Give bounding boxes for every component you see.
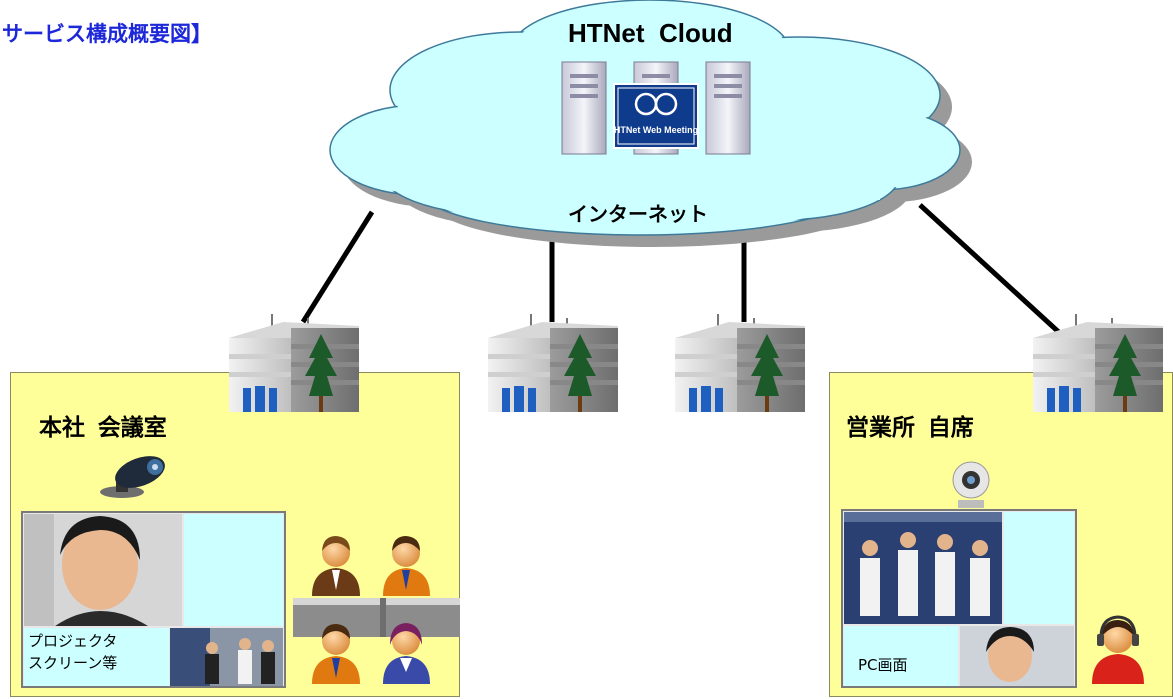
link-line-4 bbox=[918, 203, 1065, 338]
building-icon-2 bbox=[488, 314, 618, 412]
screen-head-office bbox=[21, 511, 286, 688]
pc-screen-caption: PC画面 bbox=[844, 626, 958, 686]
projector-screen-caption: プロジェクタ スクリーン等 bbox=[24, 628, 169, 686]
link-line-1 bbox=[300, 210, 375, 324]
webcam-icon-head-office bbox=[100, 456, 165, 498]
server-icon-3 bbox=[705, 61, 751, 155]
headset-person-icon bbox=[1092, 615, 1144, 684]
pc-screen-caption-text: PC画面 bbox=[858, 656, 908, 674]
server-icon-1 bbox=[561, 61, 607, 155]
cloud-title: HTNet Cloud bbox=[568, 18, 733, 48]
conference-table bbox=[293, 598, 460, 637]
page-title: サービス構成概要図】 bbox=[2, 23, 212, 46]
building-icon-head-office bbox=[229, 314, 359, 412]
branch-office-label: 営業所 自席 bbox=[846, 414, 974, 440]
logo-text: HTNet Web Meeting bbox=[614, 125, 698, 135]
screen-branch-office bbox=[841, 509, 1077, 688]
internet-label: インターネット bbox=[568, 204, 708, 226]
htnet-web-meeting-logo-icon: HTNet Web Meeting bbox=[613, 83, 699, 149]
person-icon-4 bbox=[383, 623, 430, 684]
webcam-icon-branch bbox=[952, 461, 990, 508]
building-icon-3 bbox=[675, 314, 805, 412]
caption-line-1: プロジェクタ bbox=[28, 632, 118, 650]
caption-line-2: スクリーン等 bbox=[28, 654, 118, 672]
person-icon-1 bbox=[312, 536, 360, 596]
person-icon-3 bbox=[312, 624, 360, 684]
head-office-label: 本社 会議室 bbox=[39, 414, 167, 440]
person-icon-2 bbox=[383, 536, 430, 596]
